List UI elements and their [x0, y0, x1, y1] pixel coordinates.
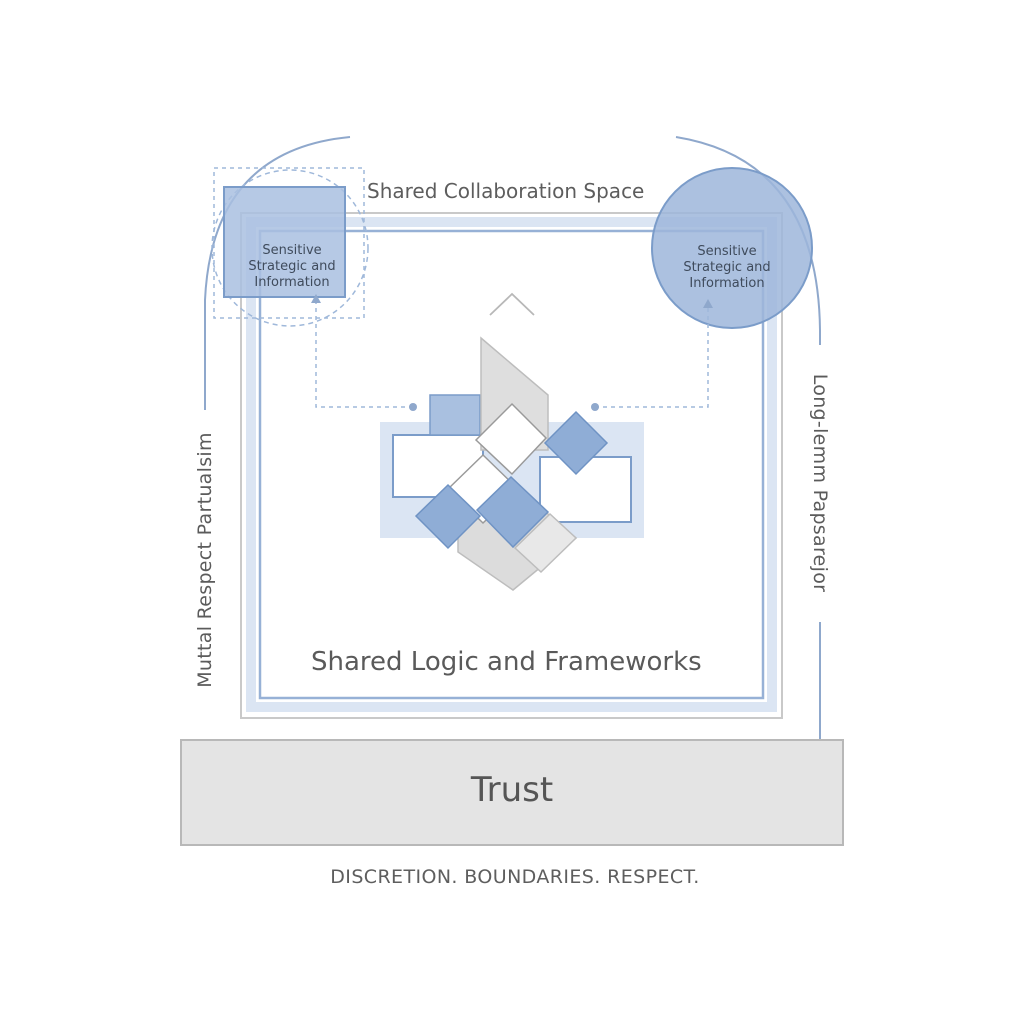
left-connector-arrow — [311, 294, 321, 303]
right-node-line-1: Sensitive — [697, 244, 757, 259]
right-node-label: Sensitive Strategic and Information — [667, 244, 787, 292]
center-diamond-blue-mid — [475, 475, 550, 549]
foundation-label: Trust — [470, 770, 554, 810]
top-label: Shared Collaboration Space — [367, 179, 645, 203]
left-node-label: Sensitive Strategic and Information — [232, 243, 352, 291]
left-node-dashed-square — [213, 167, 365, 319]
center-right-bar — [539, 456, 632, 523]
right-connector-arrow — [703, 299, 713, 308]
outer-frame — [240, 212, 783, 719]
right-node-circle — [651, 167, 813, 329]
left-node-box — [223, 186, 346, 298]
chevron-up-icon — [489, 292, 535, 316]
right-node-line-2: Strategic and — [683, 260, 771, 275]
left-node-line-1: Sensitive — [262, 243, 322, 258]
center-diamond-blue-left — [414, 483, 482, 550]
left-side-label: Muttal Respect Partualsim — [194, 432, 216, 688]
left-node-line-2: Strategic and — [248, 259, 336, 274]
right-side-label: Long-lemm Papsarejor — [809, 373, 831, 593]
left-node-dashed-circle — [211, 169, 369, 327]
trust-foundation — [180, 739, 844, 846]
left-node-line-3: Information — [254, 275, 330, 290]
center-label: Shared Logic and Frameworks — [311, 647, 702, 677]
center-diamond-top — [474, 402, 548, 476]
right-connector-dot — [591, 403, 599, 411]
center-diamond-gray-mid — [513, 512, 578, 574]
right-node-line-3: Information — [689, 276, 765, 291]
right-connector — [595, 305, 709, 408]
bottom-caption: DISCRETION. BOUNDARIES. RESPECT. — [330, 866, 700, 888]
left-connector-dot — [409, 403, 417, 411]
left-connector — [315, 300, 413, 408]
center-small-square — [429, 394, 481, 436]
center-diamond-blue-right — [543, 410, 609, 476]
frame-band — [246, 217, 777, 712]
